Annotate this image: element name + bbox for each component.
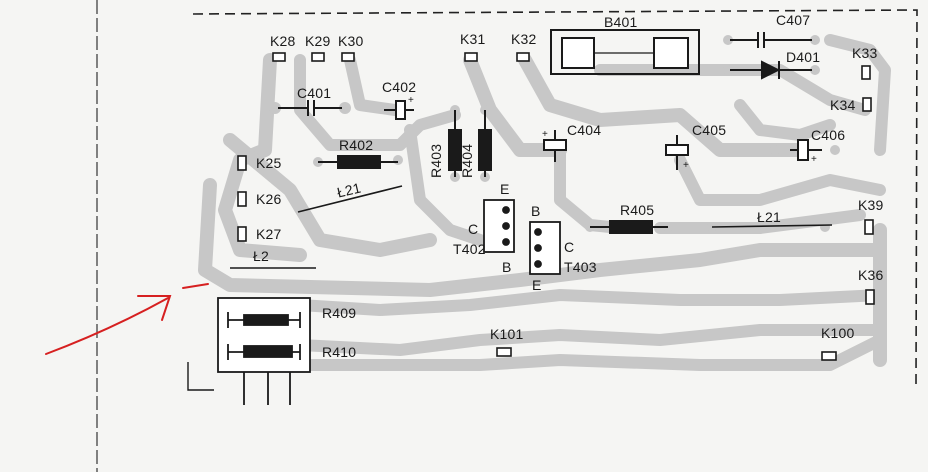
k101-pad (496, 347, 512, 357)
l21-link-a (297, 185, 403, 213)
d401-label: D401 (786, 49, 821, 65)
svg-text:+: + (542, 129, 548, 140)
k39-label: K39 (858, 197, 884, 213)
k29-pad (311, 52, 325, 62)
k39-pad (864, 219, 874, 235)
c401-capacitor (278, 100, 342, 116)
t403-transistor (529, 221, 561, 275)
k27-pad (237, 226, 247, 242)
k30-label: K30 (338, 33, 364, 49)
k32-label: K32 (511, 31, 537, 47)
c405-capacitor: + (665, 135, 689, 171)
t403-label: T403 (564, 259, 597, 275)
t402-transistor (483, 199, 515, 253)
c402-capacitor: + (384, 95, 414, 120)
svg-text:+: + (683, 160, 689, 171)
t403-b-label: B (531, 203, 541, 219)
corner-mark (187, 362, 214, 391)
d401-diode (730, 60, 812, 80)
r405-resistor (590, 220, 668, 234)
t402-b-label: B (502, 259, 512, 275)
r403-resistor (448, 110, 462, 177)
r405-label: R405 (620, 202, 655, 218)
r409-label: R409 (322, 305, 357, 321)
r403-label: R403 (428, 143, 444, 178)
k25-pad (237, 155, 247, 171)
r404-resistor (478, 110, 492, 177)
b401-label: B401 (604, 14, 638, 30)
r404-label: R404 (459, 143, 475, 178)
k25-label: K25 (256, 155, 282, 171)
k29-label: K29 (305, 33, 331, 49)
k31-label: K31 (460, 31, 486, 47)
k28-label: K28 (270, 33, 296, 49)
k100-pad (821, 351, 837, 361)
k31-pad (464, 52, 478, 62)
connector-pads (237, 52, 875, 361)
k30-pad (341, 52, 355, 62)
c406-label: C406 (811, 127, 846, 143)
board-outline (192, 9, 918, 386)
c405-label: C405 (692, 122, 727, 138)
t402-label: T402 (453, 241, 486, 257)
t402-e-label: E (500, 181, 510, 197)
l21-link-b (711, 224, 833, 228)
k33-pad (861, 65, 871, 80)
l21-label-b: Ł21 (757, 209, 781, 225)
r410-label: R410 (322, 344, 357, 360)
svg-text:+: + (811, 154, 817, 165)
k34-pad (862, 97, 872, 112)
k33-label: K33 (852, 45, 878, 61)
k27-label: K27 (256, 226, 282, 242)
c406-capacitor: + (790, 139, 822, 165)
r409-r410-block (217, 297, 311, 405)
c404-capacitor: + (542, 129, 567, 162)
svg-text:+: + (408, 95, 414, 106)
k26-pad (237, 191, 247, 207)
l2-label: Ł2 (253, 248, 269, 264)
red-annotation-arrow (45, 283, 209, 355)
r402-resistor (318, 155, 398, 169)
k28-pad (272, 52, 286, 62)
t403-c-label: C (564, 239, 575, 255)
k101-label: K101 (490, 326, 524, 342)
c407-capacitor (730, 32, 812, 48)
c407-label: C407 (776, 12, 811, 28)
k36-label: K36 (858, 267, 884, 283)
k32-pad (516, 52, 530, 62)
k36-pad (865, 289, 875, 305)
b401-component (550, 29, 700, 75)
t402-c-label: C (468, 221, 479, 237)
r402-label: R402 (339, 137, 374, 153)
c401-label: C401 (297, 85, 332, 101)
k100-label: K100 (821, 325, 855, 341)
c404-label: C404 (567, 122, 602, 138)
k34-label: K34 (830, 97, 856, 113)
t403-e-label: E (532, 277, 542, 293)
c402-label: C402 (382, 79, 417, 95)
k26-label: K26 (256, 191, 282, 207)
